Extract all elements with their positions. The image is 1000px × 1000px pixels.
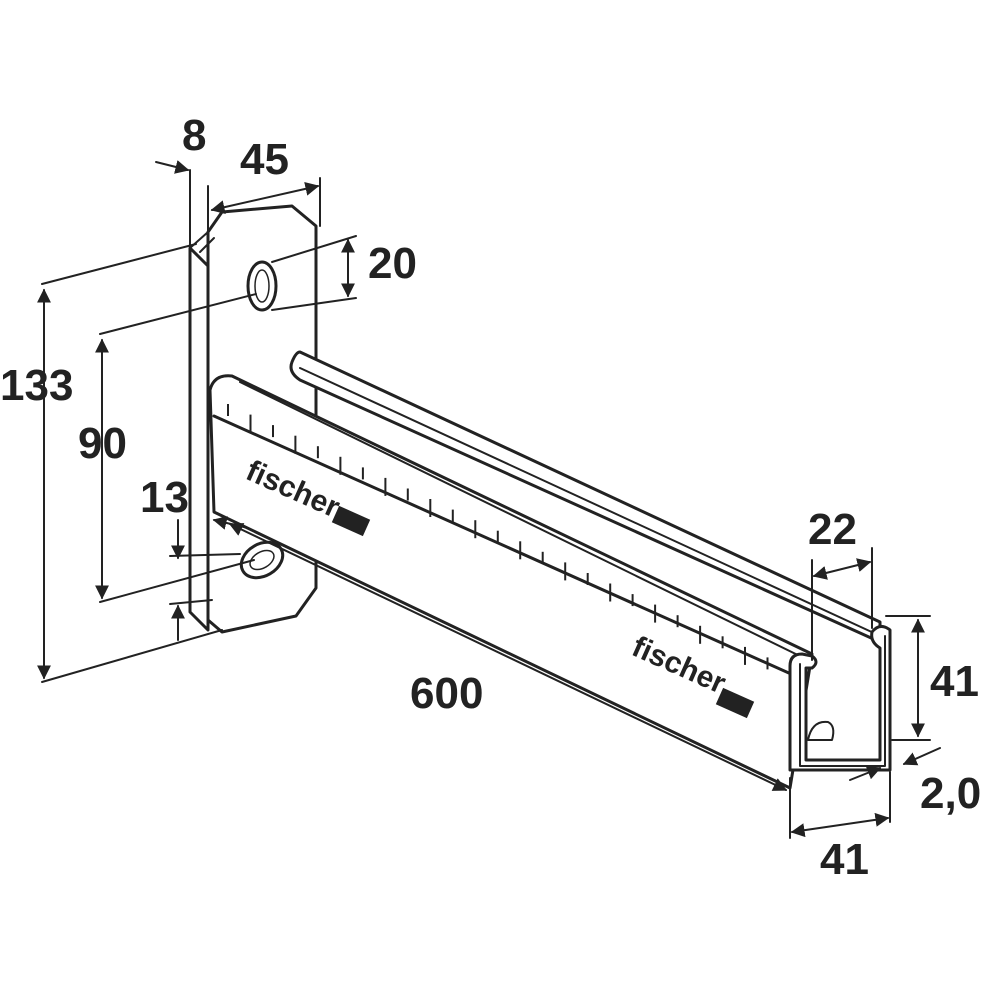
dim-wall-thickness: 2,0 <box>920 769 981 818</box>
dim-plate-thickness: 8 <box>182 111 206 160</box>
dim-channel-width: 41 <box>820 835 869 884</box>
dim-plate-width: 45 <box>240 135 289 184</box>
dim-slot-height: 20 <box>368 239 417 288</box>
dim-channel-height: 41 <box>930 657 979 706</box>
dim-lip-opening: 22 <box>808 505 857 554</box>
dim-arm-length: 600 <box>410 669 483 718</box>
upper-slot <box>246 260 278 312</box>
dimension-lines <box>37 160 941 839</box>
dimension-labels: 8 45 20 133 90 13 600 22 41 2,0 41 <box>0 111 981 884</box>
dim-hole-offset: 13 <box>140 473 189 522</box>
dim-hole-spacing: 90 <box>78 419 127 468</box>
channel-end-profile <box>788 625 892 772</box>
dim-plate-height: 133 <box>0 361 73 410</box>
